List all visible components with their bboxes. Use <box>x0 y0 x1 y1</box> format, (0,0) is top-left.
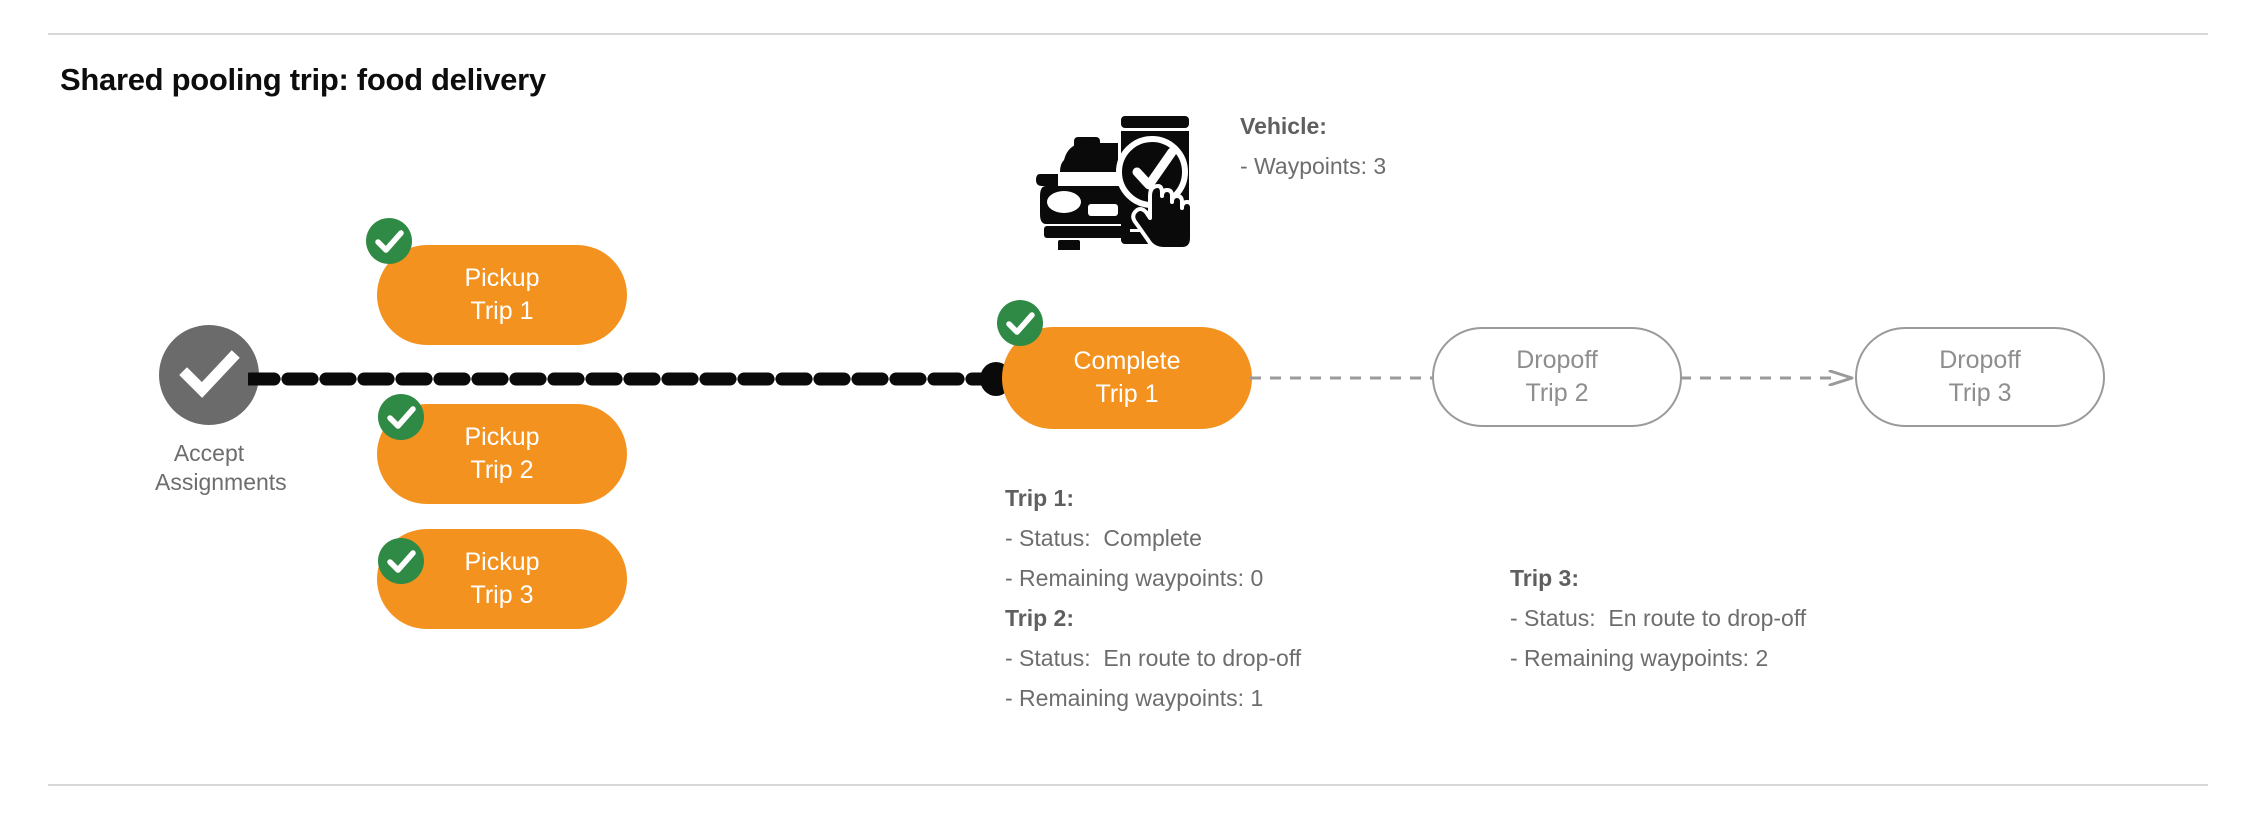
pickup-trip-2-line1: Pickup <box>464 423 540 451</box>
dropoff-trip-2-node[interactable]: Dropoff Trip 2 <box>1432 327 1682 427</box>
check-badge-pickup-3-icon <box>378 538 424 584</box>
complete-trip-1-node[interactable]: Complete Trip 1 <box>1002 327 1252 429</box>
pickup-trip-1-line1: Pickup <box>464 264 540 292</box>
check-circle-icon <box>159 325 259 425</box>
trip2-heading: Trip 2: <box>1005 605 1075 631</box>
complete-trip-1-line2: Trip 1 <box>1095 380 1159 408</box>
vehicle-info-block: Vehicle: - Waypoints: 3 <box>1240 106 1386 186</box>
connector-accept-to-complete <box>243 362 1018 401</box>
trip3-heading: Trip 3: <box>1510 565 1580 591</box>
accept-label-line1: Accept <box>173 440 245 466</box>
dropoff-trip-2-line2: Trip 2 <box>1525 379 1589 407</box>
connector-dropoff2-to-dropoff3 <box>1680 369 1865 391</box>
check-badge-pickup-2-icon <box>378 394 424 440</box>
trip-info-right-block: Trip 3: - Status: En route to drop-off -… <box>1510 558 1806 678</box>
pickup-trip-1-node[interactable]: Pickup Trip 1 <box>377 245 627 345</box>
vehicle-heading: Vehicle: <box>1240 113 1327 139</box>
check-badge-pickup-1-icon <box>366 218 412 264</box>
trip2-status-row: - Status: En route to drop-off <box>1005 645 1302 671</box>
pickup-trip-2-line2: Trip 2 <box>470 456 534 484</box>
dropoff-trip-3-node[interactable]: Dropoff Trip 3 <box>1855 327 2105 427</box>
pickup-trip-3-line2: Trip 3 <box>470 581 534 609</box>
pickup-trip-1-line2: Trip 1 <box>470 297 534 325</box>
complete-trip-1-line1: Complete <box>1073 347 1181 375</box>
car-phone-check-icon <box>1032 90 1204 252</box>
connector-complete-to-dropoff2 <box>1250 370 1440 391</box>
trip-info-left-block: Trip 1: - Status: Complete - Remaining w… <box>1005 478 1301 718</box>
trip1-status-row: - Status: Complete <box>1005 525 1202 551</box>
page-title: Shared pooling trip: food delivery <box>60 62 546 97</box>
accept-label-line2: Assignments <box>155 469 287 495</box>
vehicle-waypoints-row: - Waypoints: 3 <box>1240 153 1387 179</box>
accept-assignments-label: Accept Assignments <box>155 439 287 497</box>
trip2-remaining-row: - Remaining waypoints: 1 <box>1005 685 1264 711</box>
trip3-status-row: - Status: En route to drop-off <box>1510 605 1807 631</box>
dropoff-trip-2-line1: Dropoff <box>1516 346 1598 374</box>
trip1-remaining-row: - Remaining waypoints: 0 <box>1005 565 1264 591</box>
trip1-heading: Trip 1: <box>1005 485 1075 511</box>
accept-assignments-node[interactable]: Accept Assignments <box>155 325 287 497</box>
top-divider <box>48 33 2208 35</box>
dropoff-trip-3-line1: Dropoff <box>1939 346 2021 374</box>
pickup-trip-3-line1: Pickup <box>464 548 540 576</box>
check-badge-complete-1-icon <box>997 300 1043 346</box>
bottom-divider <box>48 784 2208 786</box>
dropoff-trip-3-line2: Trip 3 <box>1948 379 2012 407</box>
trip3-remaining-row: - Remaining waypoints: 2 <box>1510 645 1769 671</box>
